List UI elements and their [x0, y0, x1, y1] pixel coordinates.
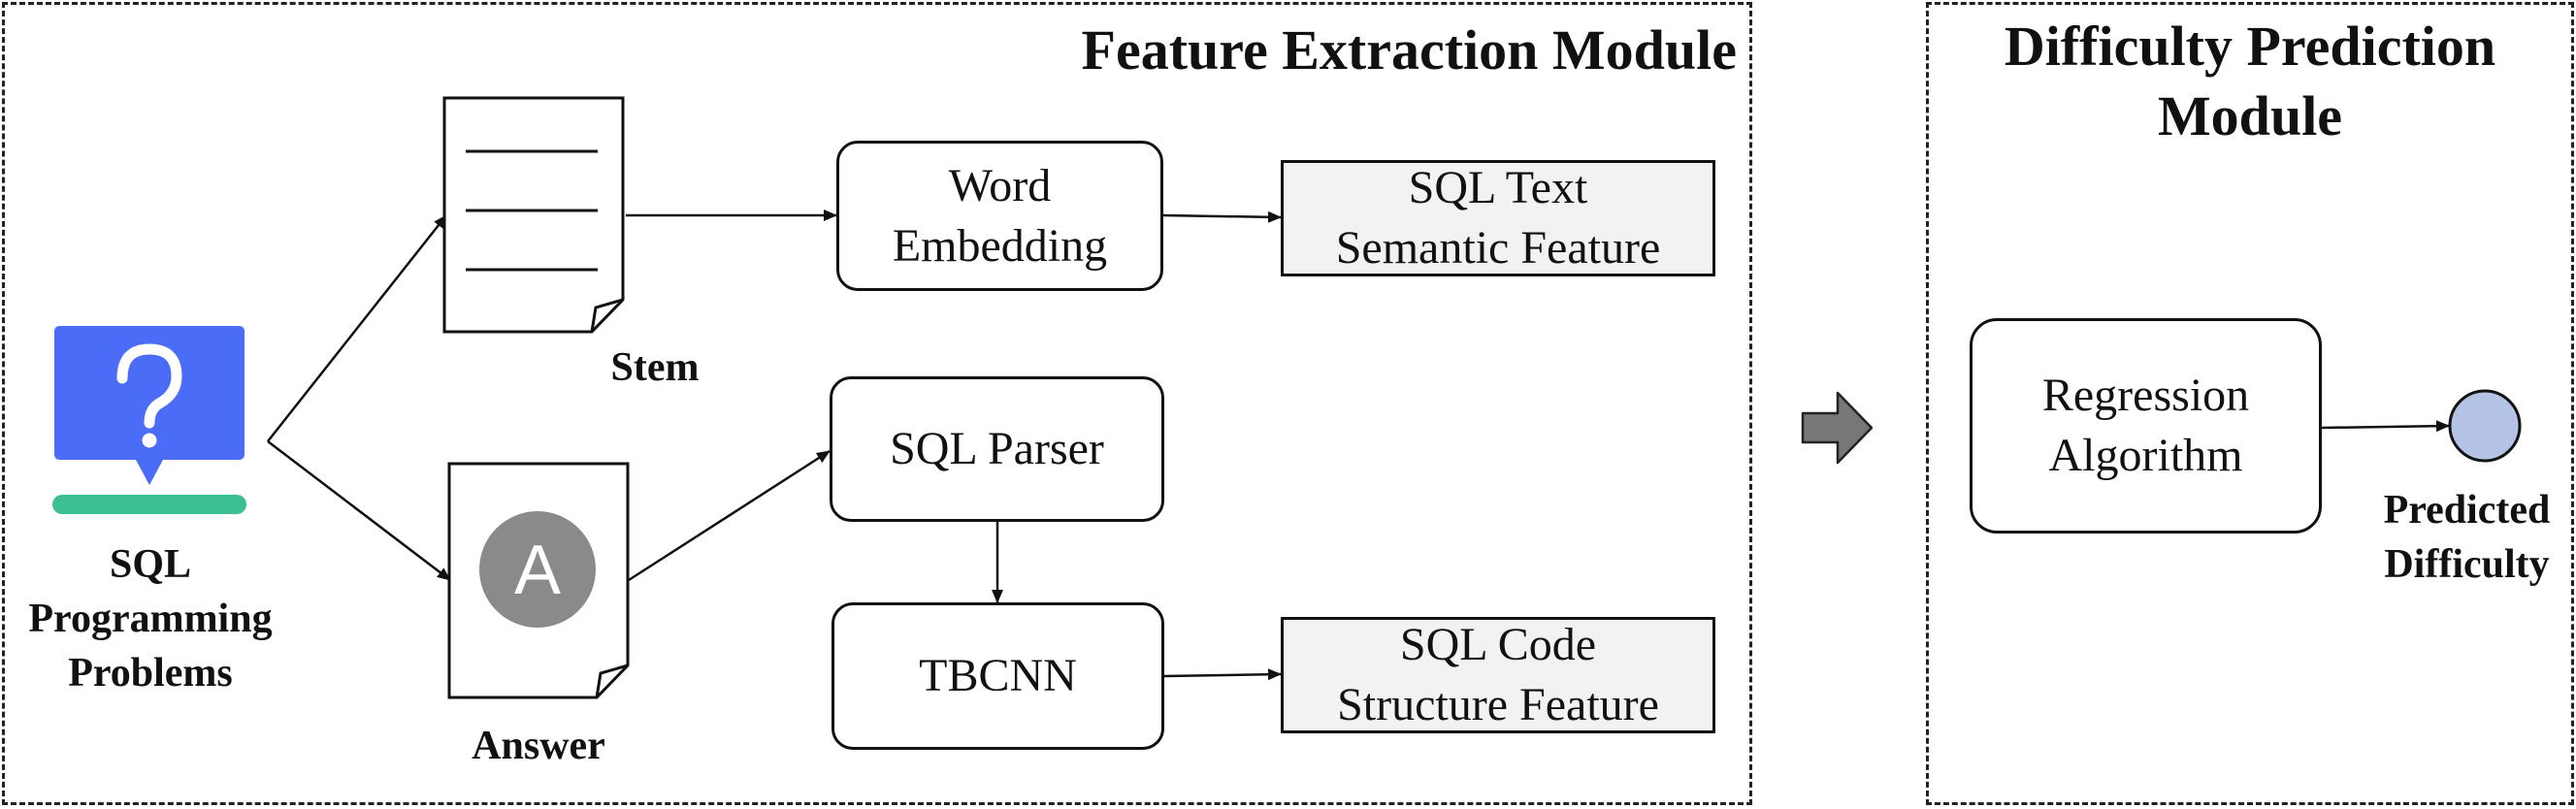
input-label-line1: SQL: [109, 542, 192, 587]
output-label-line2: Difficulty: [2384, 542, 2550, 587]
question-bubble-icon: [52, 326, 246, 514]
structure-feature-line1: SQL Code: [1399, 619, 1597, 670]
arrow-input-to-stem: [267, 214, 447, 442]
feature-extraction-module: [2, 2, 1752, 805]
arrow-word-embedding-to-semantic: [1162, 210, 1282, 223]
semantic-feature-line1: SQL Text: [1408, 162, 1588, 213]
input-label-line2: Programming: [28, 597, 273, 641]
output-label-line1: Predicted: [2383, 488, 2551, 533]
difficulty-prediction-module: [1926, 2, 2574, 805]
answer-document-fold: [595, 663, 629, 698]
question-mark-glyph: [116, 343, 182, 429]
output-node-circle: [2448, 389, 2522, 463]
semantic-feature-box: SQL Text Semantic Feature: [1281, 160, 1715, 276]
feature-extraction-title: Feature Extraction Module: [1081, 18, 1737, 81]
answer-badge-letter: A: [513, 532, 562, 609]
stem-document-shape: [442, 96, 625, 334]
answer-badge-circle: [479, 511, 596, 628]
arrow-answer-to-sql-parser: [628, 449, 831, 582]
tbcnn-box: TBCNN: [831, 602, 1164, 750]
regression-line2: Algorithm: [2048, 430, 2243, 481]
difficulty-prediction-title: Difficulty Prediction Module: [1926, 12, 2574, 151]
question-mark-dot: [142, 433, 157, 448]
word-embedding-line2: Embedding: [892, 219, 1108, 272]
block-arrow-shape: [1801, 391, 1874, 465]
stem-label: Stem: [610, 345, 700, 390]
document-lines-icon: [442, 96, 625, 334]
regression-algorithm-box: Regression Algorithm: [1970, 318, 2322, 534]
semantic-feature-line2: Semantic Feature: [1335, 222, 1661, 274]
arrow-tbcnn-to-structure: [1163, 668, 1282, 681]
output-node: [2448, 389, 2522, 463]
output-label: Predicted Difficulty: [2358, 483, 2576, 592]
arrow-input-to-answer: [267, 440, 451, 581]
input-label: SQL Programming Problems: [0, 537, 301, 700]
tbcnn-label: TBCNN: [919, 650, 1077, 701]
document-answer-icon: [447, 462, 630, 699]
arrow-regression-to-output: [2321, 420, 2450, 433]
difficulty-prediction-title-line1: Difficulty Prediction: [2004, 15, 2496, 78]
structure-feature-box: SQL Code Structure Feature: [1281, 617, 1715, 733]
answer-label: Answer: [472, 724, 605, 768]
bubble-underline-bar: [52, 495, 246, 514]
stem-document-fold: [590, 298, 624, 333]
sql-parser-label: SQL Parser: [890, 423, 1104, 474]
sql-parser-box: SQL Parser: [830, 376, 1164, 522]
input-label-line3: Problems: [68, 651, 233, 696]
regression-line1: Regression: [2041, 370, 2250, 421]
structure-feature-line2: Structure Feature: [1337, 679, 1659, 730]
difficulty-prediction-title-line2: Module: [2157, 84, 2343, 147]
right-block-arrow-icon: [1801, 391, 1874, 465]
word-embedding-line1: Word: [948, 159, 1052, 211]
word-embedding-box: Word Embedding: [836, 141, 1163, 291]
